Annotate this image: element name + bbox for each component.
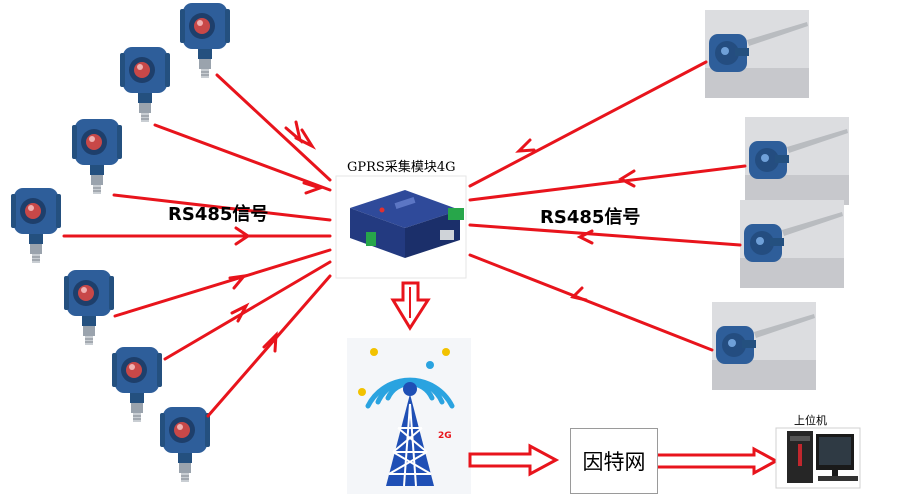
gateway-title: GPRS采集模块4G [347,160,456,175]
host-label: 上位机 [794,414,827,427]
pressure-transmitter-icon [159,406,211,483]
signal-tower-icon: 2G [347,338,471,494]
left-signal-label: RS485信号 [168,204,269,225]
band-label: 2G [438,431,452,441]
temperature-sensor-icon [740,200,844,288]
pressure-transmitter-icon [10,187,62,264]
desktop-computer-icon [775,427,861,489]
internet-label: 因特网 [582,450,646,474]
temperature-sensor-icon [705,10,809,98]
tower-to-internet-arrow [468,443,560,477]
right-connection-arrows [468,60,747,352]
gateway-to-tower-arrow [390,281,431,331]
pressure-transmitter-icon [63,269,115,346]
gprs-gateway-icon [335,175,467,279]
pressure-transmitter-icon [71,118,123,195]
pressure-transmitter-icon [111,346,163,423]
temperature-sensor-icon [745,117,849,205]
pressure-transmitter-icon [119,46,171,123]
internet-box: 因特网 [570,428,658,494]
pressure-transmitter-icon [179,2,231,79]
internet-to-host-arrow [654,446,780,476]
left-connection-arrows [62,73,332,418]
right-signal-label: RS485信号 [540,207,641,228]
temperature-sensor-icon [712,302,816,390]
